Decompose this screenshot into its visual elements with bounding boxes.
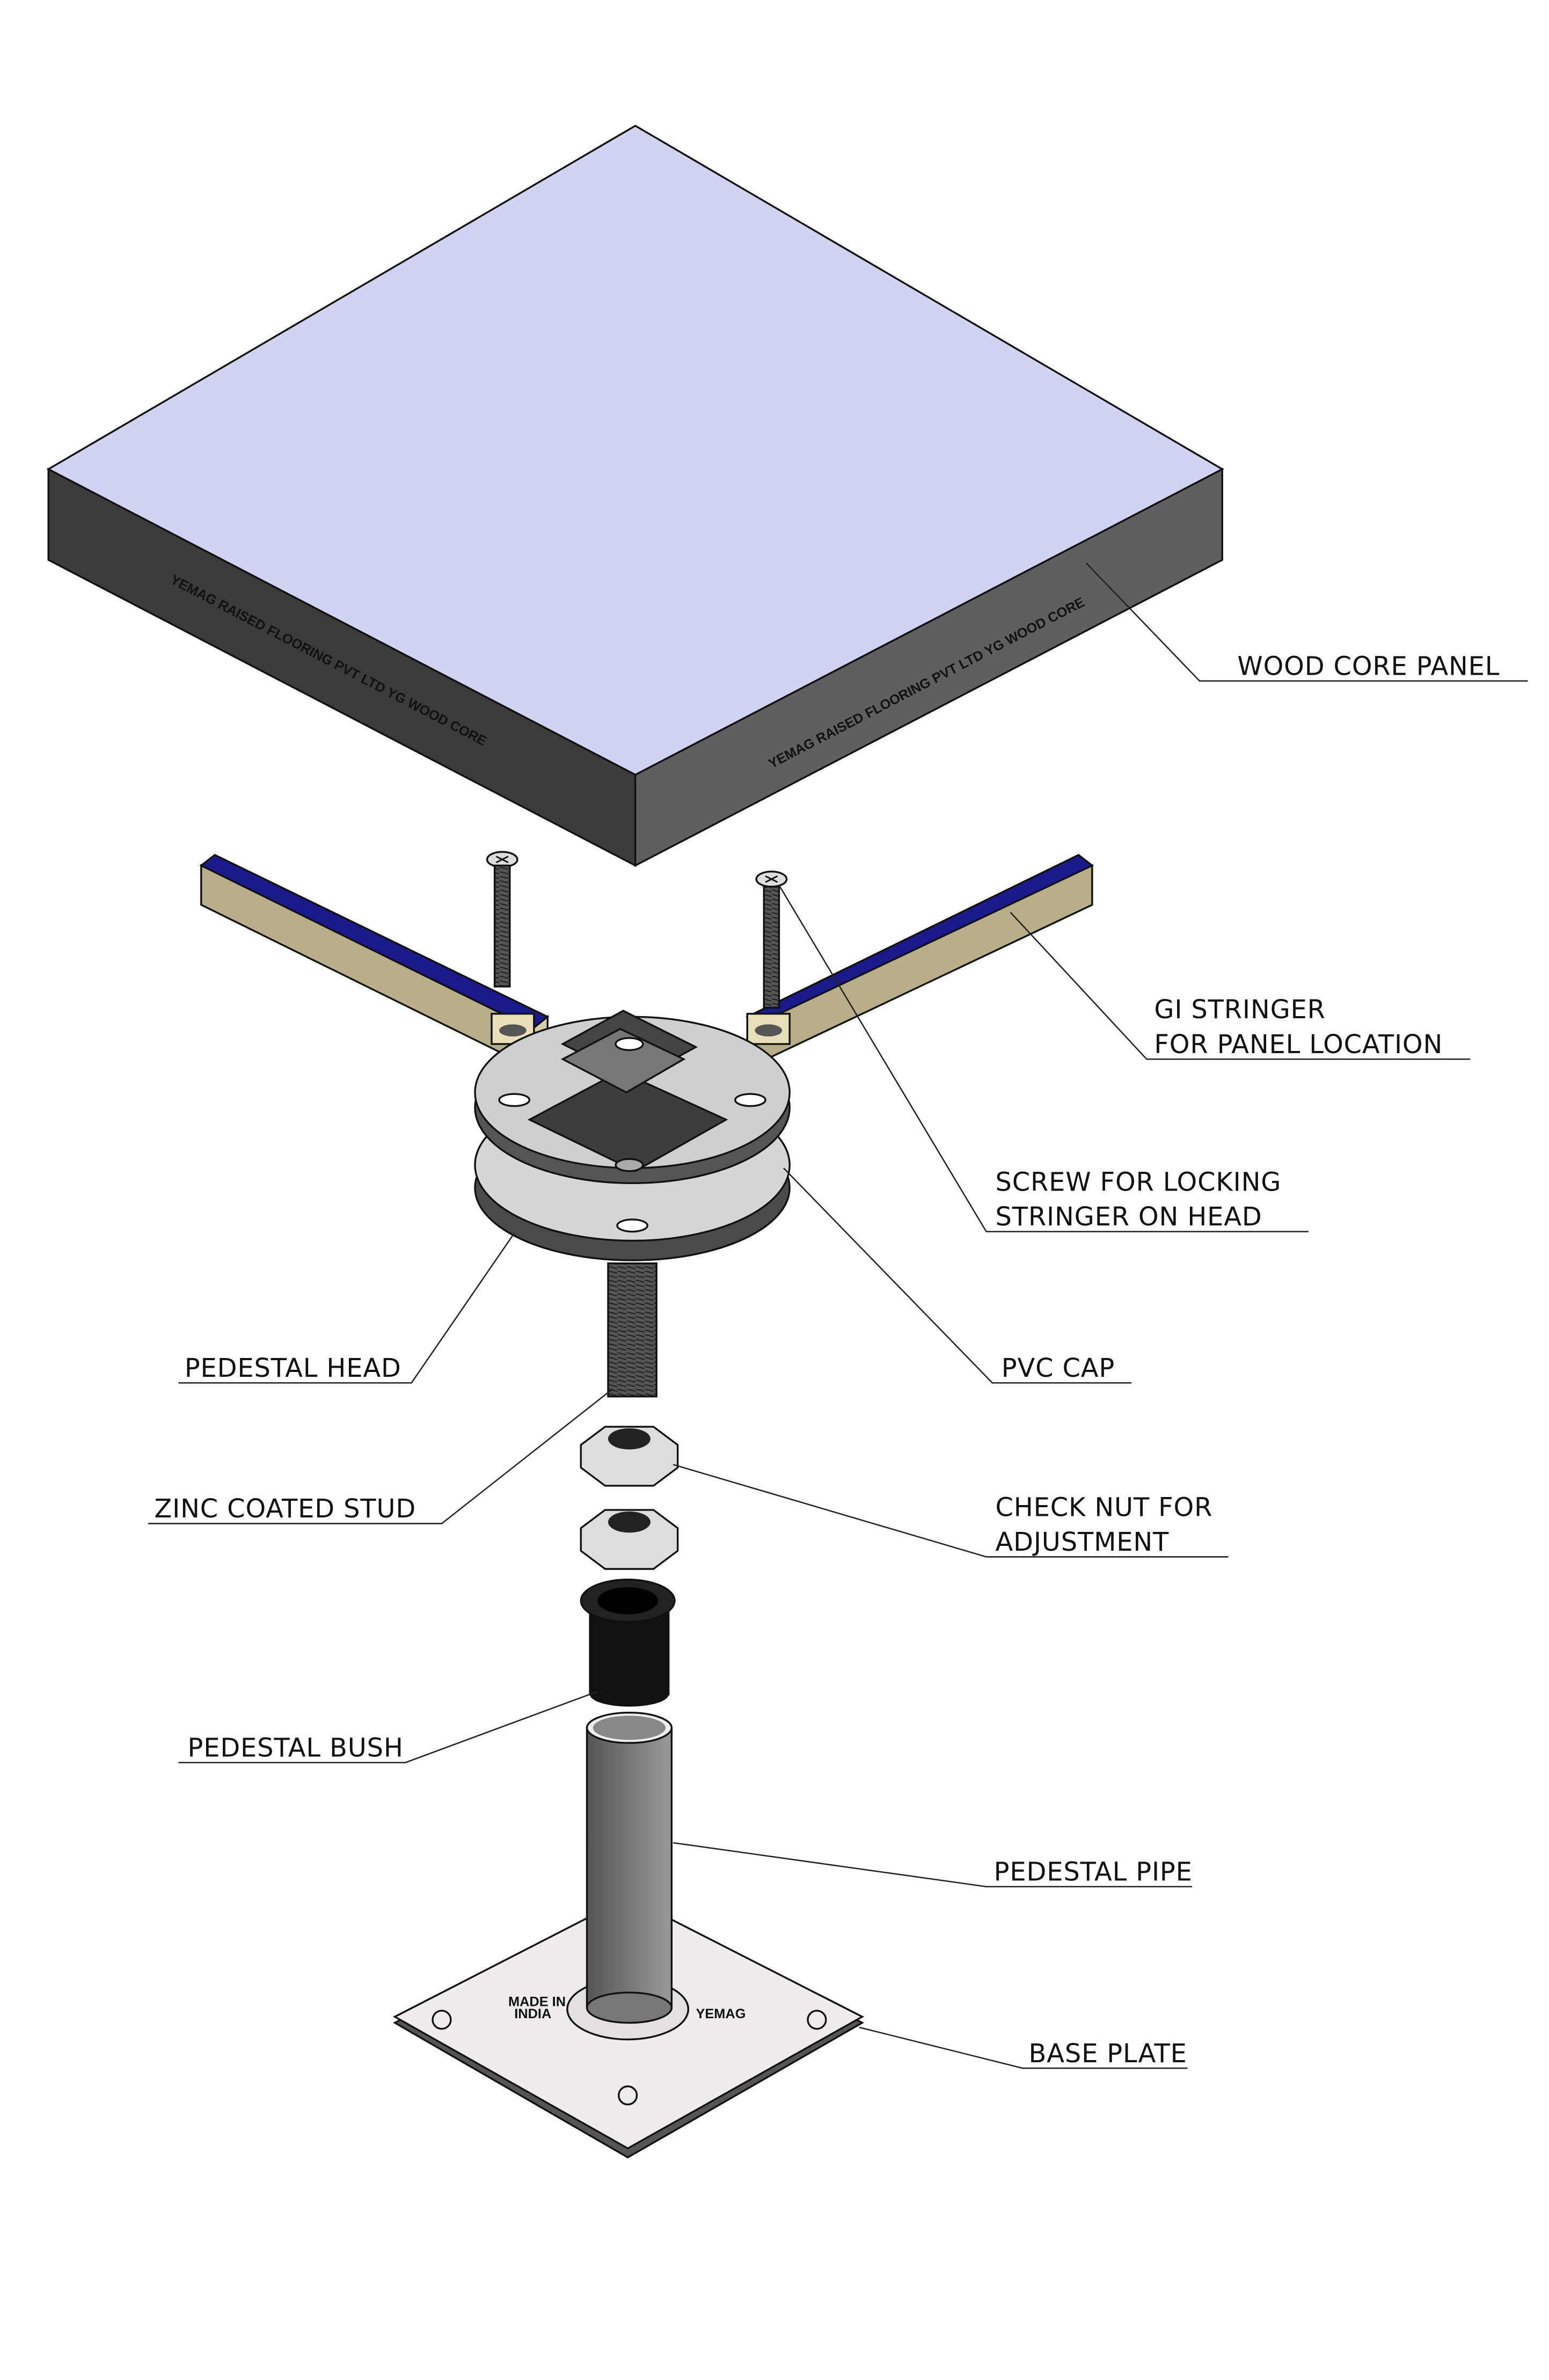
screw-left — [486, 851, 518, 988]
label-pedestal-bush: PEDESTAL BUSH — [187, 1733, 403, 1763]
callouts: WOOD CORE PANEL GI STRINGER FOR PANEL LO… — [148, 562, 1528, 2069]
screw-right — [755, 871, 788, 1009]
pvc-cap — [527, 1010, 728, 1172]
label-screw-2: STRINGER ON HEAD — [995, 1202, 1262, 1232]
label-screw-1: SCREW FOR LOCKING — [995, 1167, 1281, 1197]
wood-core-panel: YEMAG RAISED FLOORING PVT LTD YG WOOD CO… — [46, 125, 1224, 867]
label-pvc-cap: PVC CAP — [1002, 1354, 1115, 1383]
zinc-coated-stud — [607, 1262, 657, 1398]
check-nut-upper — [580, 1426, 679, 1487]
label-gi-stringer-1: GI STRINGER — [1154, 995, 1325, 1025]
pedestal-pipe — [586, 1712, 673, 2024]
phillips-cross-icon — [765, 875, 778, 883]
label-zinc-coated-stud: ZINC COATED STUD — [154, 1494, 416, 1524]
base-plate-origin-1: MADE IN — [508, 1995, 566, 2010]
phillips-cross-icon — [495, 856, 509, 864]
label-gi-stringer-2: FOR PANEL LOCATION — [1154, 1030, 1443, 1060]
label-wood-core-panel: WOOD CORE PANEL — [1237, 652, 1500, 681]
base-plate-brand: YEMAG — [696, 2006, 746, 2021]
base-plate-origin-2: INDIA — [514, 2006, 551, 2021]
label-pedestal-pipe: PEDESTAL PIPE — [994, 1858, 1193, 1887]
check-nut-lower — [580, 1509, 679, 1570]
base-plate-marks: YEMAG MADE IN INDIA — [508, 1995, 746, 2022]
pedestal-bush — [580, 1579, 676, 1707]
gi-stringer-right — [746, 853, 1094, 1070]
label-check-nut-2: ADJUSTMENT — [995, 1528, 1169, 1557]
label-check-nut-1: CHECK NUT FOR — [995, 1493, 1212, 1522]
label-pedestal-head: PEDESTAL HEAD — [185, 1354, 401, 1383]
label-base-plate: BASE PLATE — [1028, 2039, 1187, 2069]
